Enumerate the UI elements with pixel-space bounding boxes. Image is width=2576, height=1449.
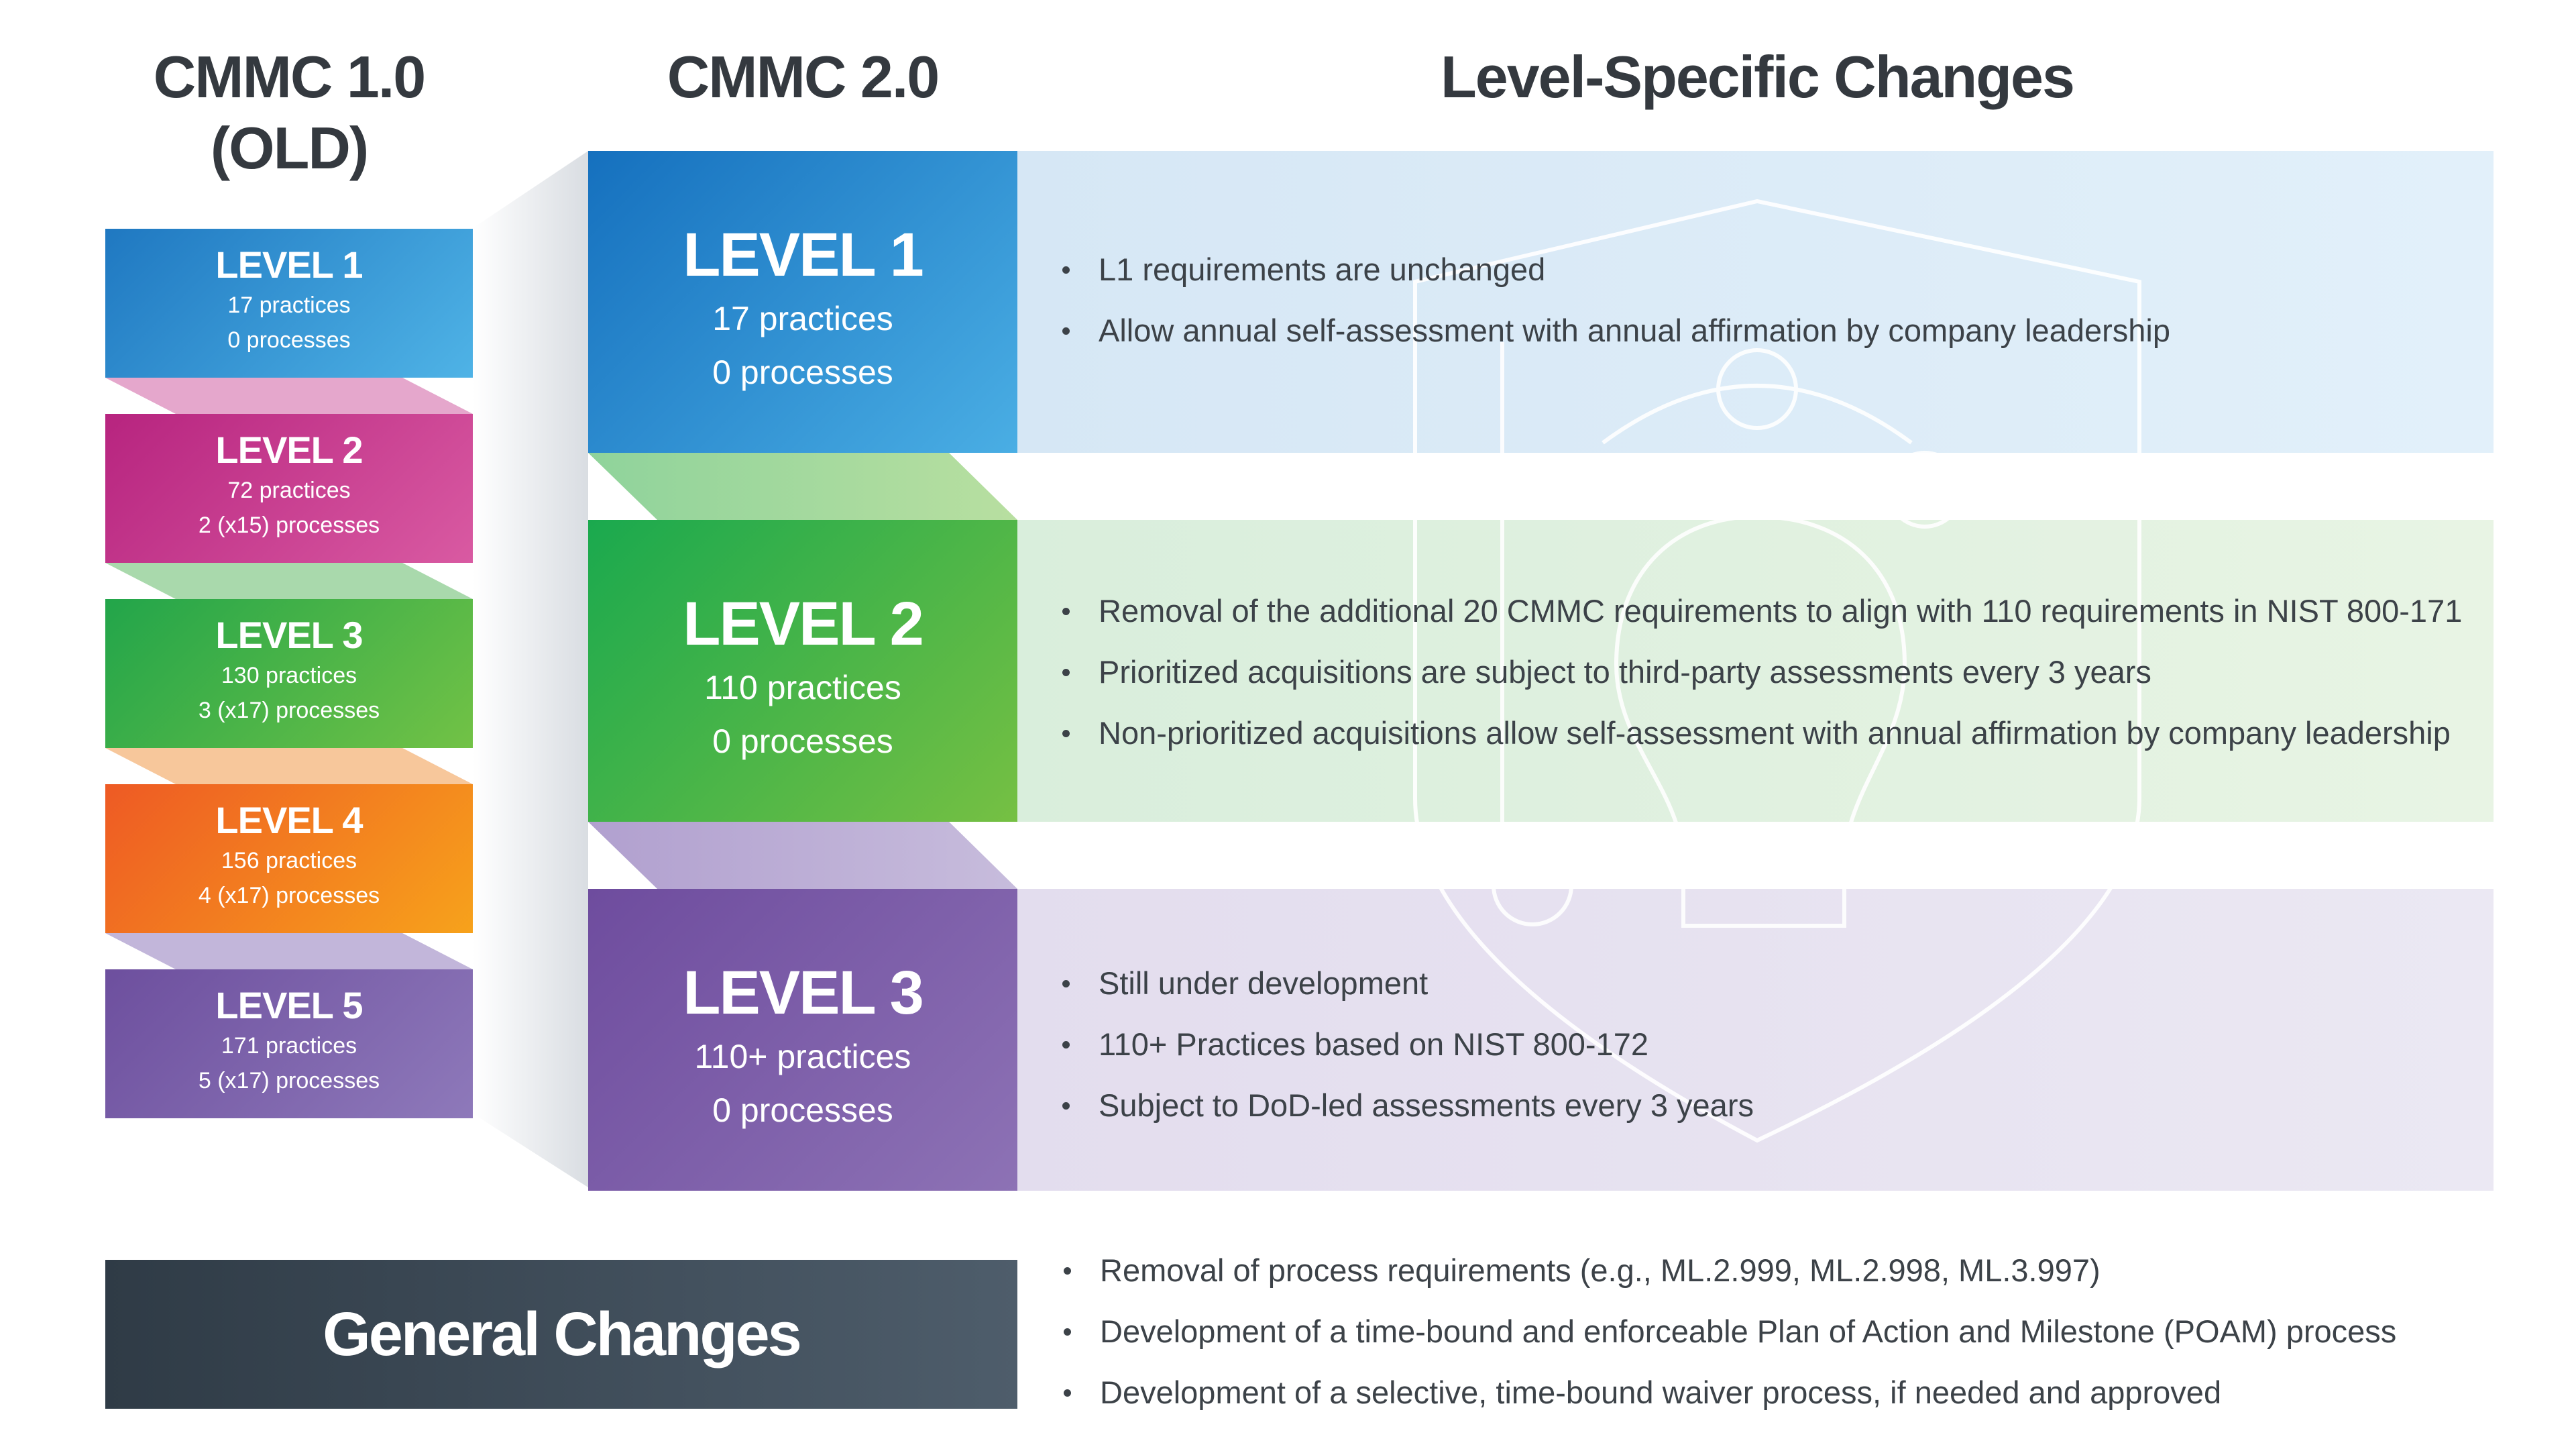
general-changes-title: General Changes — [323, 1299, 802, 1368]
old-level-3-practices: 130 practices — [221, 663, 357, 688]
old-level-1: LEVEL 1 17 practices 0 processes — [105, 229, 473, 378]
level-2-changes-list: Removal of the additional 20 CMMC requir… — [1060, 580, 2462, 763]
old-level-5-practices: 171 practices — [221, 1033, 357, 1059]
level-3-change: 110+ Practices based on NIST 800-172 — [1060, 1014, 1754, 1075]
general-change: Removal of process requirements (e.g., M… — [1061, 1240, 2396, 1301]
general-change: Development of a time-bound and enforcea… — [1061, 1301, 2396, 1362]
old-level-3: LEVEL 3 130 practices 3 (x17) processes — [105, 599, 473, 748]
new-level-3-practices: 110+ practices — [694, 1038, 911, 1075]
general-changes-list: Removal of process requirements (e.g., M… — [1061, 1240, 2396, 1423]
level-3-changes-list: Still under development 110+ Practices b… — [1060, 953, 1754, 1136]
level-2-change: Removal of the additional 20 CMMC requir… — [1060, 580, 2462, 641]
old-level-4-processes: 4 (x17) processes — [198, 883, 380, 908]
old-level-1-practices: 17 practices — [227, 292, 351, 318]
new-level-1-title: LEVEL 1 — [683, 221, 924, 289]
new-level-2-practices: 110 practices — [704, 669, 901, 706]
new-level-2-processes: 0 processes — [712, 722, 893, 760]
level-3-change: Still under development — [1060, 953, 1754, 1014]
level-1-change: L1 requirements are unchanged — [1060, 239, 2170, 300]
general-change: Development of a selective, time-bound w… — [1061, 1362, 2396, 1423]
new-header: CMMC 2.0 — [667, 44, 940, 110]
old-level-1-title: LEVEL 1 — [215, 244, 363, 286]
old-level-4-title: LEVEL 4 — [215, 799, 363, 841]
new-level-3-processes: 0 processes — [712, 1091, 893, 1129]
new-level-2-title: LEVEL 2 — [683, 590, 924, 658]
new-level-1-processes: 0 processes — [712, 354, 893, 391]
old-level-3-title: LEVEL 3 — [215, 614, 363, 656]
new-level-3: LEVEL 3 110+ practices 0 processes — [588, 889, 1017, 1191]
shield-lock-watermark — [1413, 199, 2141, 1143]
old-level-5: LEVEL 5 171 practices 5 (x17) processes — [105, 969, 473, 1118]
new-level-1-practices: 17 practices — [712, 300, 893, 337]
new-level-1: LEVEL 1 17 practices 0 processes — [588, 151, 1017, 453]
old-header-line-2: (OLD) — [210, 115, 369, 181]
old-level-2: LEVEL 2 72 practices 2 (x15) processes — [105, 414, 473, 563]
level-1-change: Allow annual self-assessment with annual… — [1060, 300, 2170, 361]
old-level-3-processes: 3 (x17) processes — [198, 698, 380, 723]
old-level-2-practices: 72 practices — [227, 478, 351, 503]
old-level-1-processes: 0 processes — [227, 327, 351, 353]
general-changes-box: General Changes — [105, 1260, 1017, 1409]
old-level-2-processes: 2 (x15) processes — [198, 513, 380, 538]
changes-panel-level-2 — [1017, 520, 2494, 822]
level-1-changes-list: L1 requirements are unchanged Allow annu… — [1060, 239, 2170, 361]
level-3-change: Subject to DoD-led assessments every 3 y… — [1060, 1075, 1754, 1136]
level-2-change: Non-prioritized acquisitions allow self-… — [1060, 702, 2462, 763]
new-level-3-title: LEVEL 3 — [683, 959, 924, 1027]
old-level-2-title: LEVEL 2 — [215, 429, 363, 471]
old-level-4: LEVEL 4 156 practices 4 (x17) processes — [105, 784, 473, 933]
new-level-2: LEVEL 2 110 practices 0 processes — [588, 520, 1017, 822]
changes-header: Level-Specific Changes — [1441, 44, 2075, 110]
old-header: CMMC 1.0 (OLD) — [105, 42, 473, 184]
old-level-5-processes: 5 (x17) processes — [198, 1068, 380, 1093]
old-level-4-practices: 156 practices — [221, 848, 357, 873]
level-2-change: Prioritized acquisitions are subject to … — [1060, 641, 2462, 702]
old-level-5-title: LEVEL 5 — [215, 984, 363, 1026]
old-header-line-1: CMMC 1.0 — [153, 44, 427, 110]
